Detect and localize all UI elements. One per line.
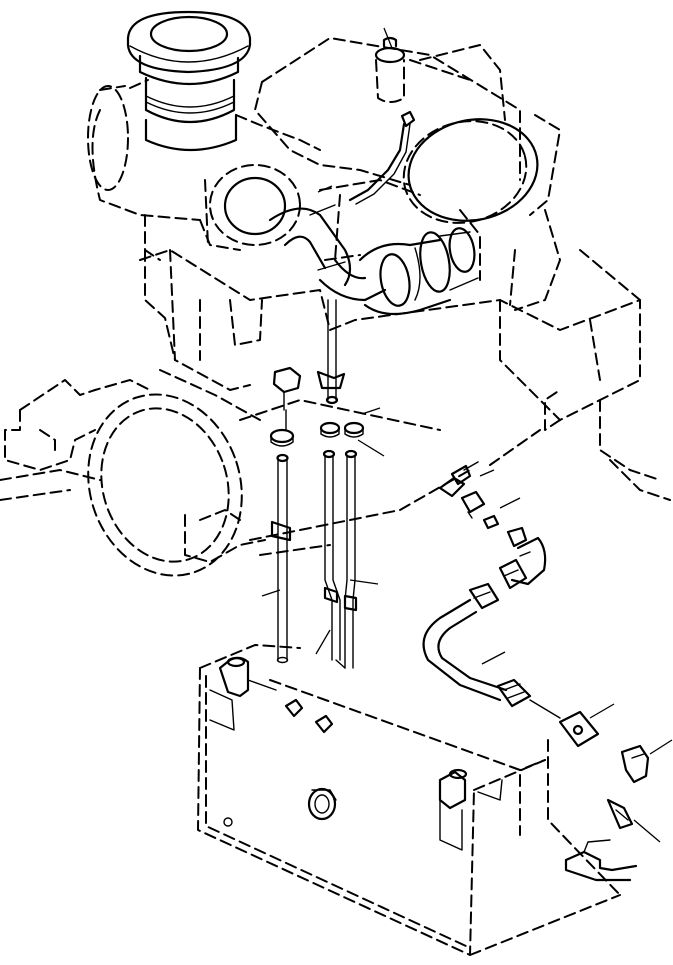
leader-lines (261, 27, 673, 843)
engine-block-icon (0, 249, 671, 556)
bracket-icon (564, 839, 638, 882)
air-intake-elbow-icon (87, 79, 321, 261)
turbo-housing-icon (204, 164, 481, 316)
air-cleaner-cap-icon (126, 10, 252, 124)
elbow-fitting-icon (468, 536, 547, 610)
fitting-icon (438, 461, 528, 548)
breather-tubes-icon (316, 299, 358, 669)
hose-clamp-icon (269, 421, 365, 447)
radiator-tank-icon (254, 36, 539, 224)
flange-plate-icon (558, 710, 650, 830)
hydraulic-tank-icon (197, 644, 621, 956)
fan-icon (419, 44, 641, 311)
flywheel-housing-icon (4, 369, 266, 577)
dipstick-tube-icon (270, 366, 302, 664)
hydraulic-hose-icon (422, 598, 561, 719)
